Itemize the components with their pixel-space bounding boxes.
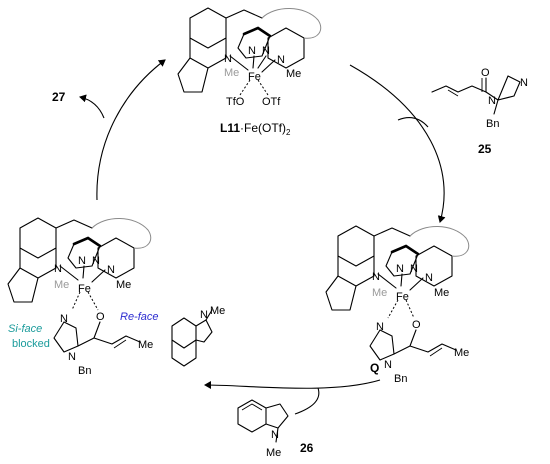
- approaching-indole: N Me: [171, 305, 225, 367]
- svg-text:N: N: [425, 272, 433, 284]
- svg-text:N: N: [200, 309, 208, 321]
- cat-n1: N: [224, 53, 232, 65]
- product-label-27: 27: [52, 90, 66, 104]
- svg-text:Me: Me: [372, 287, 387, 299]
- svg-text:N: N: [372, 271, 380, 283]
- svg-text:Me: Me: [454, 347, 469, 359]
- arrow-complex-to-catalyst: [96, 59, 166, 201]
- svg-text:N: N: [68, 351, 76, 363]
- svg-text:N: N: [78, 255, 86, 267]
- cat-fe: Fe: [248, 71, 261, 83]
- svg-text:Me: Me: [138, 339, 153, 351]
- arrow-Q-to-complex: [204, 379, 381, 390]
- cat-otf: OTf: [262, 96, 281, 108]
- cat-n2: N: [248, 45, 256, 57]
- re-face-label: Re-face: [120, 311, 159, 323]
- intermediate-label-Q: Q: [370, 361, 379, 375]
- svg-text:Me: Me: [54, 279, 69, 291]
- indole-label-26: 26: [300, 441, 314, 455]
- arrow-catalyst-to-Q: [349, 64, 446, 223]
- svg-text:O: O: [96, 311, 105, 323]
- svg-text:N: N: [92, 255, 100, 267]
- svg-text:N: N: [396, 263, 404, 275]
- svg-text:Me: Me: [434, 287, 449, 299]
- svg-text:Me: Me: [116, 279, 131, 291]
- cat-tfo: TfO: [226, 96, 245, 108]
- substrate-25-structure: O N N Bn: [431, 67, 528, 130]
- cat-n4: N: [277, 54, 285, 66]
- svg-text:N: N: [410, 263, 418, 275]
- arrow-release-27: [79, 94, 105, 119]
- svg-text:Me: Me: [266, 447, 281, 459]
- svg-text:N: N: [54, 263, 62, 275]
- svg-text:N: N: [376, 321, 384, 333]
- catalyst-structure: N N N N Fe Me Me TfO OTf: [177, 7, 322, 108]
- svg-text:Bn: Bn: [394, 373, 407, 385]
- intermediate-Q-structure: N N N N Fe Me Me N O N Bn Me: [325, 225, 469, 385]
- s25-n1: N: [520, 77, 528, 89]
- arrow-uptake-26: [294, 387, 320, 415]
- substrate-label-25: 25: [478, 142, 492, 156]
- svg-text:O: O: [412, 319, 421, 331]
- svg-text:Fe: Fe: [396, 291, 409, 303]
- s25-n2: N: [488, 95, 496, 107]
- svg-text:N: N: [384, 359, 392, 371]
- s25-bn: Bn: [486, 118, 499, 130]
- s25-o: O: [481, 67, 490, 79]
- svg-text:Me: Me: [210, 305, 225, 317]
- cat-me-grey: Me: [224, 67, 239, 79]
- cycle-arrows: [79, 59, 446, 415]
- blocked-label: blocked: [12, 338, 50, 350]
- svg-text:N: N: [60, 313, 68, 325]
- indole-26-structure: N Me: [237, 399, 289, 459]
- svg-text:N: N: [107, 264, 115, 276]
- svg-text:Fe: Fe: [78, 283, 91, 295]
- svg-text:Bn: Bn: [78, 365, 91, 377]
- si-face-label: Si-face: [8, 323, 42, 335]
- arrow-uptake-25: [397, 117, 429, 128]
- facial-selectivity-complex: N N N N Fe Me Me N O N Bn Me: [7, 217, 153, 377]
- cat-n3: N: [262, 45, 270, 57]
- cat-me: Me: [286, 68, 301, 80]
- svg-text:N: N: [271, 429, 279, 441]
- catalyst-label: L11·Fe(OTf)2: [220, 121, 291, 137]
